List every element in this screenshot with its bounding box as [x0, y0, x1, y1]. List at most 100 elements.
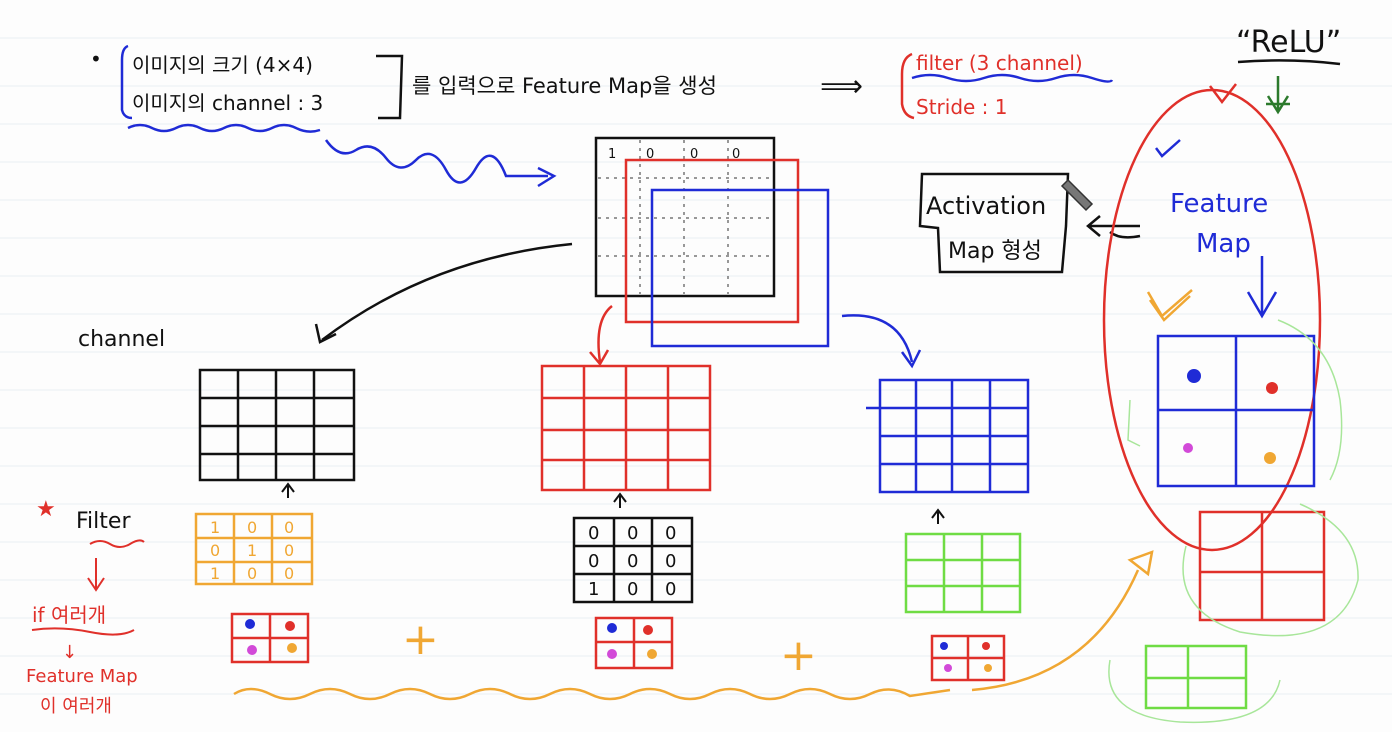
filter-cell: 0 [627, 579, 638, 600]
arrow-to-red-channel [597, 305, 613, 363]
filter-cell: 0 [210, 541, 220, 560]
green-scribble-right [1277, 319, 1343, 481]
relu-underline [1237, 59, 1341, 66]
activation-line2: Map 형성 [948, 239, 1042, 264]
checkmark-orange [1146, 289, 1193, 322]
filter-cell: 0 [247, 518, 257, 537]
filter-cell: 0 [627, 551, 638, 572]
ruled-lines [0, 37, 1392, 695]
arrowhead-red [589, 349, 610, 367]
fm-dot-blue [1187, 369, 1201, 383]
filter-underline-blue [911, 73, 1114, 83]
filter-grid-orange [194, 512, 314, 586]
channel-grid-red [540, 364, 712, 492]
green-small-grid [1144, 644, 1248, 710]
header-blue-bracket [120, 44, 133, 120]
filter-label-underline [89, 539, 145, 548]
fm-dot-pink [1183, 443, 1193, 453]
partial-map-1 [230, 612, 310, 664]
input-channel-red [624, 158, 800, 324]
oval-top-mark [1209, 83, 1237, 105]
header-line2: 이미지의 channel : 3 [132, 91, 323, 115]
up-arrow-1 [281, 482, 295, 498]
filter-down-arrow [87, 558, 105, 592]
filter-cell: 0 [665, 579, 676, 600]
filter-cell: 1 [210, 564, 220, 583]
pen-icon [1060, 178, 1094, 212]
partial-map-2 [594, 616, 674, 670]
plus-sign: + [780, 630, 817, 681]
arrow-to-black-channel [321, 242, 573, 341]
relu-down-arrow [1266, 76, 1290, 115]
filter-cell: 0 [627, 523, 638, 544]
relu-output-grid [1198, 510, 1326, 622]
header-underline-blue [127, 123, 321, 133]
header-middle: 를 입력으로 Feature Map을 생성 [412, 74, 717, 98]
sum-arrowhead-orange [1127, 550, 1154, 577]
feature-map-line1: Feature [1170, 189, 1268, 219]
activation-line1: Activation [926, 192, 1046, 220]
header-arrow: ⟹ [820, 69, 863, 104]
filter-grid-green [904, 532, 1022, 614]
channel-grid-blue [866, 378, 1030, 494]
squiggle-arrow-blue [324, 139, 548, 184]
relu-oval [1102, 88, 1322, 552]
input-cell: 1 [608, 147, 616, 162]
arrowhead-blue [900, 349, 922, 369]
filter-cell: 0 [284, 564, 294, 583]
note-arrow: ↓ [62, 642, 77, 663]
filter-cell: 0 [588, 551, 599, 572]
partial-map-3 [930, 634, 1006, 682]
filter-cell: 1 [588, 579, 599, 600]
up-arrow-2 [613, 492, 627, 508]
channel-label: channel [78, 327, 165, 352]
filter-cell: 1 [210, 518, 220, 537]
checkmark-blue [1155, 139, 1181, 158]
green-circle-scribble [1182, 503, 1359, 637]
filter-star: ★ [36, 497, 56, 522]
relu-label: “ReLU” [1236, 25, 1341, 60]
green-scribble-bottom [1108, 659, 1281, 724]
filter-cell: 0 [665, 523, 676, 544]
input-stack: 1 0 0 0 [594, 136, 830, 348]
plus-sign: + [402, 614, 439, 665]
sum-arrow-orange [971, 569, 1140, 692]
fm-dot-orange [1264, 452, 1276, 464]
note-fm-line1: Feature Map [26, 666, 138, 687]
input-cell: 0 [732, 147, 740, 162]
sum-wave-orange [233, 687, 951, 701]
filter-cell: 0 [284, 541, 294, 560]
feature-map-grid [1156, 334, 1316, 488]
filter-red-bracket [900, 52, 915, 120]
filter-black-values: 0 0 0 0 0 0 1 0 0 [588, 523, 676, 600]
input-channel-black [594, 136, 776, 298]
channel-grid-black [198, 368, 356, 482]
input-cell: 0 [690, 147, 698, 162]
fm-dot-red [1266, 382, 1278, 394]
header-line1: 이미지의 크기 (4×4) [132, 53, 313, 77]
bullet: • [90, 47, 102, 71]
green-scribble-left [1127, 399, 1141, 447]
filter-cell: 0 [247, 564, 257, 583]
arrowhead-black [314, 323, 337, 344]
filter-orange-values: 1 0 0 0 1 0 1 0 0 [210, 518, 294, 583]
filter-line: filter (3 channel) [916, 51, 1083, 75]
note-fm-line2: 이 여러개 [40, 696, 112, 717]
squiggle-arrowhead [537, 166, 557, 188]
filter-label: Filter [76, 509, 131, 534]
filter-cell: 1 [247, 541, 257, 560]
note-if-many: if 여러개 [32, 603, 106, 627]
filter-grid-black [572, 516, 694, 604]
stride-line: Stride : 1 [916, 95, 1008, 119]
input-cell: 0 [646, 147, 654, 162]
up-arrow-3 [931, 508, 945, 524]
feature-map-line2: Map [1196, 229, 1251, 259]
activation-map-box: Activation Map 형성 [918, 172, 1141, 274]
header-right-bracket [376, 54, 404, 120]
arrow-to-blue-channel [841, 314, 914, 363]
input-channel-blue [650, 188, 830, 348]
feature-map-down-arrow [1246, 256, 1278, 319]
filter-cell: 0 [665, 551, 676, 572]
note-underline [31, 627, 135, 636]
